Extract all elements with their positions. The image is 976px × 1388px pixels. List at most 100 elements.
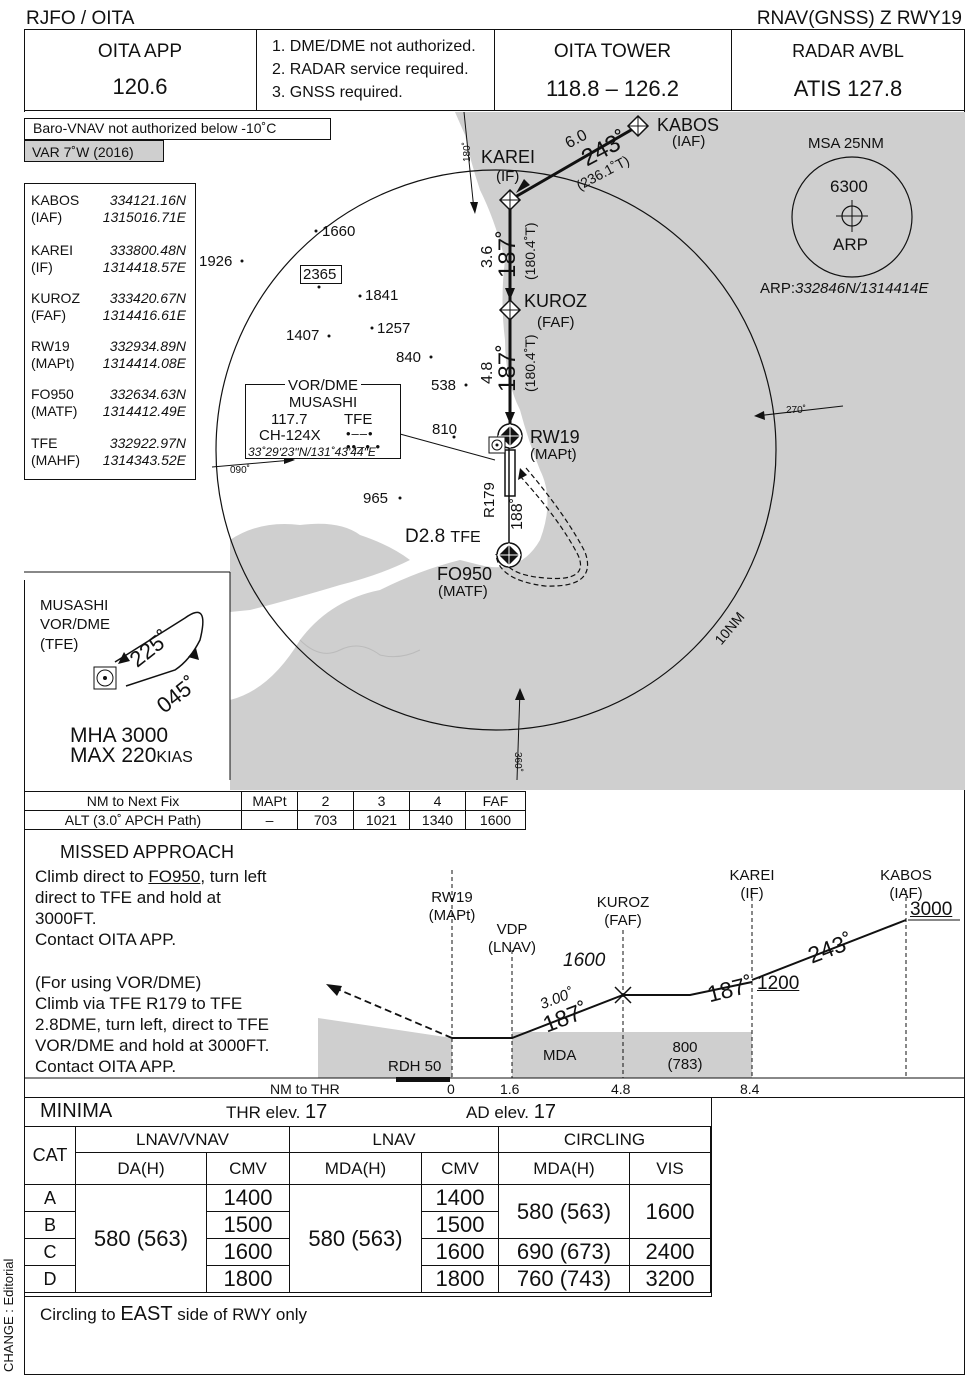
- waypoint-lat: 332934.89N: [109, 338, 186, 354]
- circ-ab-mda: 580 (563): [498, 1184, 630, 1239]
- mda-header: MDA(H): [289, 1152, 422, 1185]
- navaid-name: MUSASHI: [288, 394, 358, 411]
- karei-role: (IF): [496, 168, 520, 185]
- alt-value: –: [241, 810, 298, 830]
- vis-header: VIS: [629, 1152, 711, 1185]
- alt-value: 1021: [353, 810, 410, 830]
- waypoint-name: KABOS: [31, 192, 80, 208]
- profile-alt-faf: 1600: [563, 950, 606, 971]
- waypoint-name: TFE: [31, 435, 58, 451]
- waypoint-lon: 1314418.57E: [102, 259, 186, 275]
- bearing-180: 180˚: [462, 141, 473, 162]
- spot-elevation: 1660: [322, 223, 356, 240]
- profile-kuroz-role: (FAF): [604, 912, 642, 929]
- tower-freq: 118.8 – 126.2: [546, 76, 679, 101]
- circ-ab-vis: 1600: [629, 1184, 711, 1239]
- tfe-radial: R179: [481, 482, 498, 518]
- alt-value: 1600: [465, 810, 526, 830]
- waypoint-lat: 333420.67N: [109, 290, 186, 306]
- navaid-ident: TFE: [344, 411, 373, 428]
- circ-c-mda: 690 (673): [498, 1238, 630, 1266]
- bearing-360: 360˚: [512, 752, 523, 773]
- lnav-cmv-b: 1500: [421, 1211, 499, 1239]
- dist-header: MAPt: [241, 791, 298, 811]
- sea-area: [230, 112, 965, 790]
- profile-kuroz: KUROZ: [596, 894, 650, 911]
- mha: MHA 3000: [70, 724, 169, 747]
- kuroz-fix-symbol: [498, 298, 522, 322]
- tfe-vor-symbol: [488, 436, 506, 454]
- profile-nm-mark: 4.8: [611, 1081, 631, 1097]
- msa-altitude: 6300: [830, 177, 868, 196]
- alt-row-label: ALT (3.0˚ APCH Path): [24, 810, 242, 830]
- profile-rw19: RW19: [431, 889, 473, 906]
- vor-line: Contact OITA APP.: [35, 1057, 177, 1076]
- lnav-mdah: 580 (563): [289, 1184, 422, 1293]
- thr-elev: THR elev. 17: [226, 1101, 328, 1123]
- arp-coordinate: ARP:332846N/1314414E: [760, 280, 929, 297]
- variation-box: [24, 140, 164, 162]
- dist-header: 2: [297, 791, 354, 811]
- kabos-fix-symbol: [626, 114, 650, 138]
- navaid-freq: 117.7: [271, 411, 308, 428]
- circ-d-vis: 3200: [629, 1265, 711, 1293]
- profile-kabos: KABOS: [880, 867, 932, 884]
- msa-ref: ARP: [833, 235, 868, 254]
- missed-title: MISSED APPROACH: [60, 842, 235, 862]
- lnav-vnav-header: LNAV/VNAV: [75, 1126, 290, 1153]
- spot-elevation: 965: [363, 490, 389, 507]
- da-header: DA(H): [75, 1152, 207, 1185]
- waypoint-name: KAREI: [31, 242, 74, 258]
- baro-note: Baro-VNAV not authorized below -10˚C: [33, 120, 277, 136]
- navaid-box: [245, 384, 401, 459]
- waypoint-role: (IAF): [31, 209, 63, 225]
- cmv-c: 1600: [206, 1238, 290, 1266]
- kuroz-label: KUROZ: [524, 291, 587, 311]
- waypoint-role: (MAPt): [31, 355, 75, 371]
- change-note: CHANGE : Editorial: [1, 1258, 16, 1372]
- cat-c: C: [24, 1238, 76, 1266]
- waypoint-lon: 1314414.08E: [102, 355, 186, 371]
- profile-mda-hat: (783): [667, 1056, 703, 1073]
- note-1: 1. DME/DME not authorized.: [272, 38, 476, 55]
- minima-table: CAT LNAV/VNAV LNAV CIRCLING DA(H) CMV MD…: [24, 1126, 711, 1293]
- spot-elevation: 2365: [303, 266, 337, 283]
- navaid-coord: 33˚29ʹ23ʺN/131˚43ʹ44ʺE: [248, 445, 376, 459]
- variation: VAR 7˚W (2016): [32, 144, 134, 160]
- lnav-header: LNAV: [289, 1126, 499, 1153]
- spot-elevation: 1407: [286, 327, 320, 344]
- fo950-label: FO950: [437, 564, 493, 584]
- waypoint-coordinates: [24, 183, 196, 480]
- alt-value: 703: [297, 810, 354, 830]
- cmv-header: CMV: [421, 1152, 499, 1185]
- circ-c-vis: 2400: [629, 1238, 711, 1266]
- kuroz-role: (FAF): [537, 314, 575, 331]
- cmv-header: CMV: [206, 1152, 290, 1185]
- bearing-090: 090˚: [230, 465, 251, 476]
- lnav-cmv-d: 1800: [421, 1265, 499, 1293]
- leg3-true: (180.4˚T): [522, 334, 538, 392]
- waypoint-lon: 1315016.71E: [102, 209, 186, 225]
- cmv-d: 1800: [206, 1265, 290, 1293]
- profile-rw19-role: (MAPt): [428, 907, 476, 924]
- missed-line: Climb direct to FO950, turn left: [35, 867, 267, 886]
- note-2: 2. RADAR service required.: [272, 61, 469, 78]
- dist-header: FAF: [465, 791, 526, 811]
- missed-line: Contact OITA APP.: [35, 930, 177, 949]
- profile-vdp-role: (LNAV): [487, 939, 537, 956]
- app-label: OITA APP: [97, 41, 183, 62]
- fo950-fix-symbol: [496, 542, 522, 568]
- msa-title: MSA 25NM: [808, 135, 884, 152]
- bay-area: [230, 523, 410, 612]
- cmv-b: 1500: [206, 1211, 290, 1239]
- app-freq: 120.6: [112, 74, 168, 99]
- waypoint-role: (MAHF): [31, 452, 80, 468]
- alt-value: 1340: [409, 810, 466, 830]
- navaid-channel: CH-124X: [259, 427, 321, 444]
- waypoint-name: FO950: [31, 386, 74, 402]
- vor-line: 2.8DME, turn left, direct to TFE: [35, 1015, 269, 1034]
- dist-header: NM to Next Fix: [24, 791, 242, 811]
- waypoint-name: KUROZ: [31, 290, 80, 306]
- missed-line: 3000FT.: [35, 909, 97, 928]
- rw19-label: RW19: [530, 427, 580, 447]
